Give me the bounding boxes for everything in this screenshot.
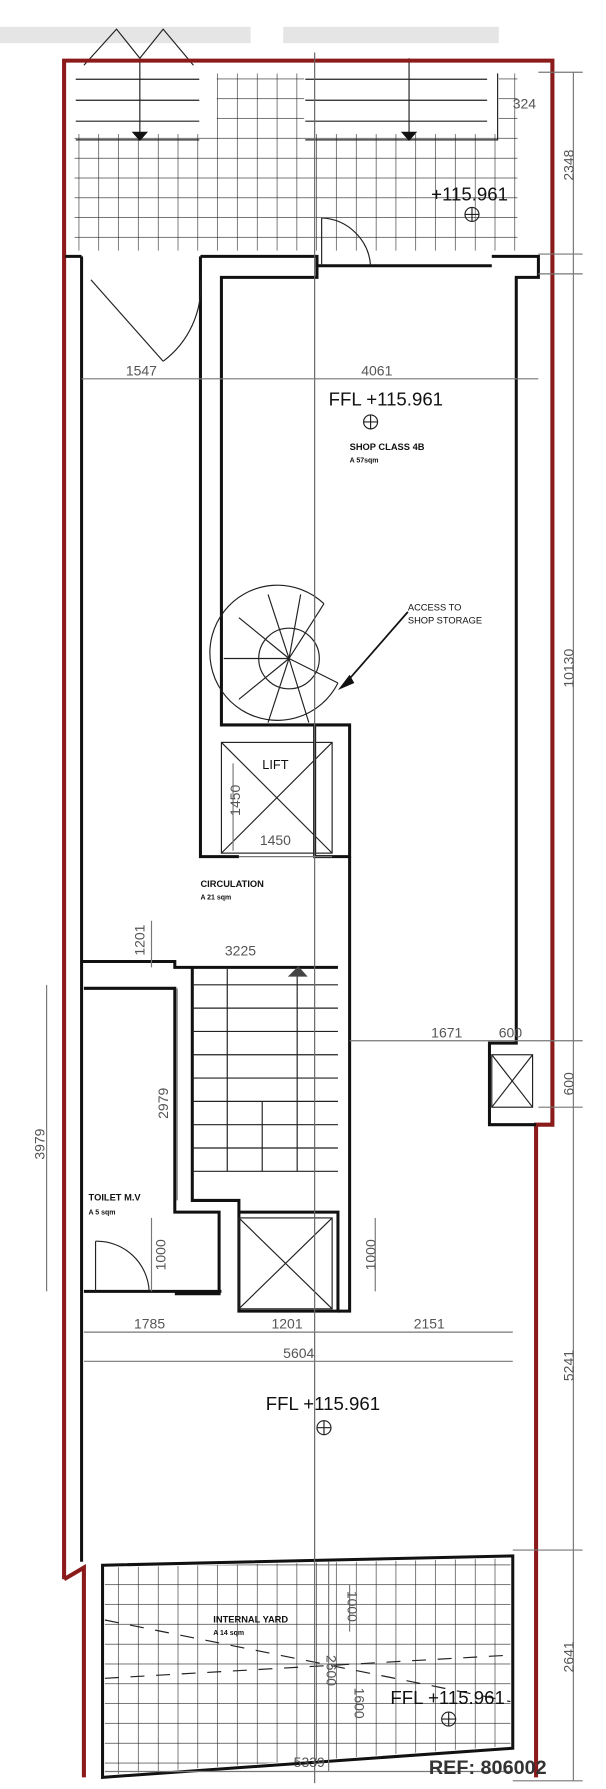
dimension-lines — [46, 71, 583, 1782]
arrow-icon — [400, 131, 418, 142]
adjacent-building — [283, 26, 499, 44]
dim-1785: 1785 — [134, 1316, 165, 1332]
dim-lift-horizontal: 1450 — [260, 832, 291, 848]
front-yard-tiles — [74, 134, 518, 251]
duct — [491, 1054, 534, 1108]
adjacent-building — [0, 26, 251, 44]
dim-2979: 2979 — [155, 1088, 171, 1119]
dim-1671: 1671 — [431, 1024, 462, 1040]
walls — [65, 254, 540, 1779]
lift-label: LIFT — [262, 757, 288, 772]
dim-2348: 2348 — [560, 149, 576, 180]
dim-1600: 1600 — [351, 1688, 367, 1719]
level-shop: FFL +115.961 — [329, 389, 443, 410]
level-front-yard: +115.961 — [431, 183, 508, 204]
room-area-yard: A 14 sqm — [213, 1630, 244, 1637]
front-steps — [75, 58, 499, 141]
room-area-circulation: A 21 sqm — [200, 895, 231, 902]
access-note-line2: SHOP STORAGE — [408, 616, 482, 626]
dim-3979: 3979 — [31, 1128, 47, 1159]
dim-3225: 3225 — [225, 943, 256, 959]
dim-2600: 2600 — [323, 1655, 339, 1686]
dim-2151: 2151 — [414, 1316, 445, 1332]
room-name-circulation: CIRCULATION — [200, 879, 264, 889]
site-boundary — [62, 58, 555, 1778]
dim-5241: 5241 — [560, 1350, 576, 1381]
dim-1201-vertical: 1201 — [132, 924, 148, 955]
room-area-toilet: A 5 sqm — [89, 1209, 116, 1216]
access-note-line1: ACCESS TO — [408, 603, 461, 613]
lift-shaft — [220, 741, 333, 854]
room-name-shop: SHOP CLASS 4B — [350, 442, 425, 452]
dim-1000-shaft: 1000 — [362, 1239, 378, 1270]
dim-10130: 10130 — [560, 649, 576, 688]
dim-1000-toilet: 1000 — [152, 1239, 168, 1270]
entrance-gate — [83, 28, 194, 66]
leader-line — [343, 611, 409, 686]
dim-5339: 5339 — [294, 1754, 325, 1770]
level-rear-hall: FFL +115.961 — [266, 1393, 380, 1414]
dim-600-vertical: 600 — [560, 1072, 576, 1096]
door — [94, 1240, 150, 1292]
dim-1201-horizontal: 1201 — [272, 1316, 303, 1332]
dim-1000-yard: 1000 — [344, 1591, 360, 1622]
dim-2641: 2641 — [560, 1641, 576, 1672]
dim-lift-vertical: 1450 — [227, 785, 243, 816]
stairs — [192, 967, 338, 1172]
reference-number: REF: 806002 — [429, 1757, 547, 1779]
dim-600-horizontal: 600 — [499, 1024, 523, 1040]
room-name-yard: INTERNAL YARD — [213, 1614, 288, 1624]
up-arrow-icon — [287, 966, 308, 977]
arrow-icon — [131, 131, 149, 142]
level-internal-yard: FFL +115.961 — [390, 1687, 504, 1708]
room-name-toilet: TOILET M.V — [89, 1192, 142, 1202]
dimension-labels: 324 2348 1547 4061 10130 1450 1450 1201 … — [31, 95, 576, 1769]
dim-4061: 4061 — [361, 362, 392, 378]
spiral-stair — [209, 584, 339, 723]
room-area-shop: A 57sqm — [350, 458, 379, 465]
service-shaft — [238, 1217, 333, 1310]
internal-yard-tiles — [104, 1558, 511, 1776]
door — [321, 217, 372, 266]
dim-5604: 5604 — [283, 1345, 314, 1361]
dim-1547: 1547 — [126, 362, 157, 378]
door — [90, 279, 202, 362]
dim-324: 324 — [513, 95, 537, 111]
